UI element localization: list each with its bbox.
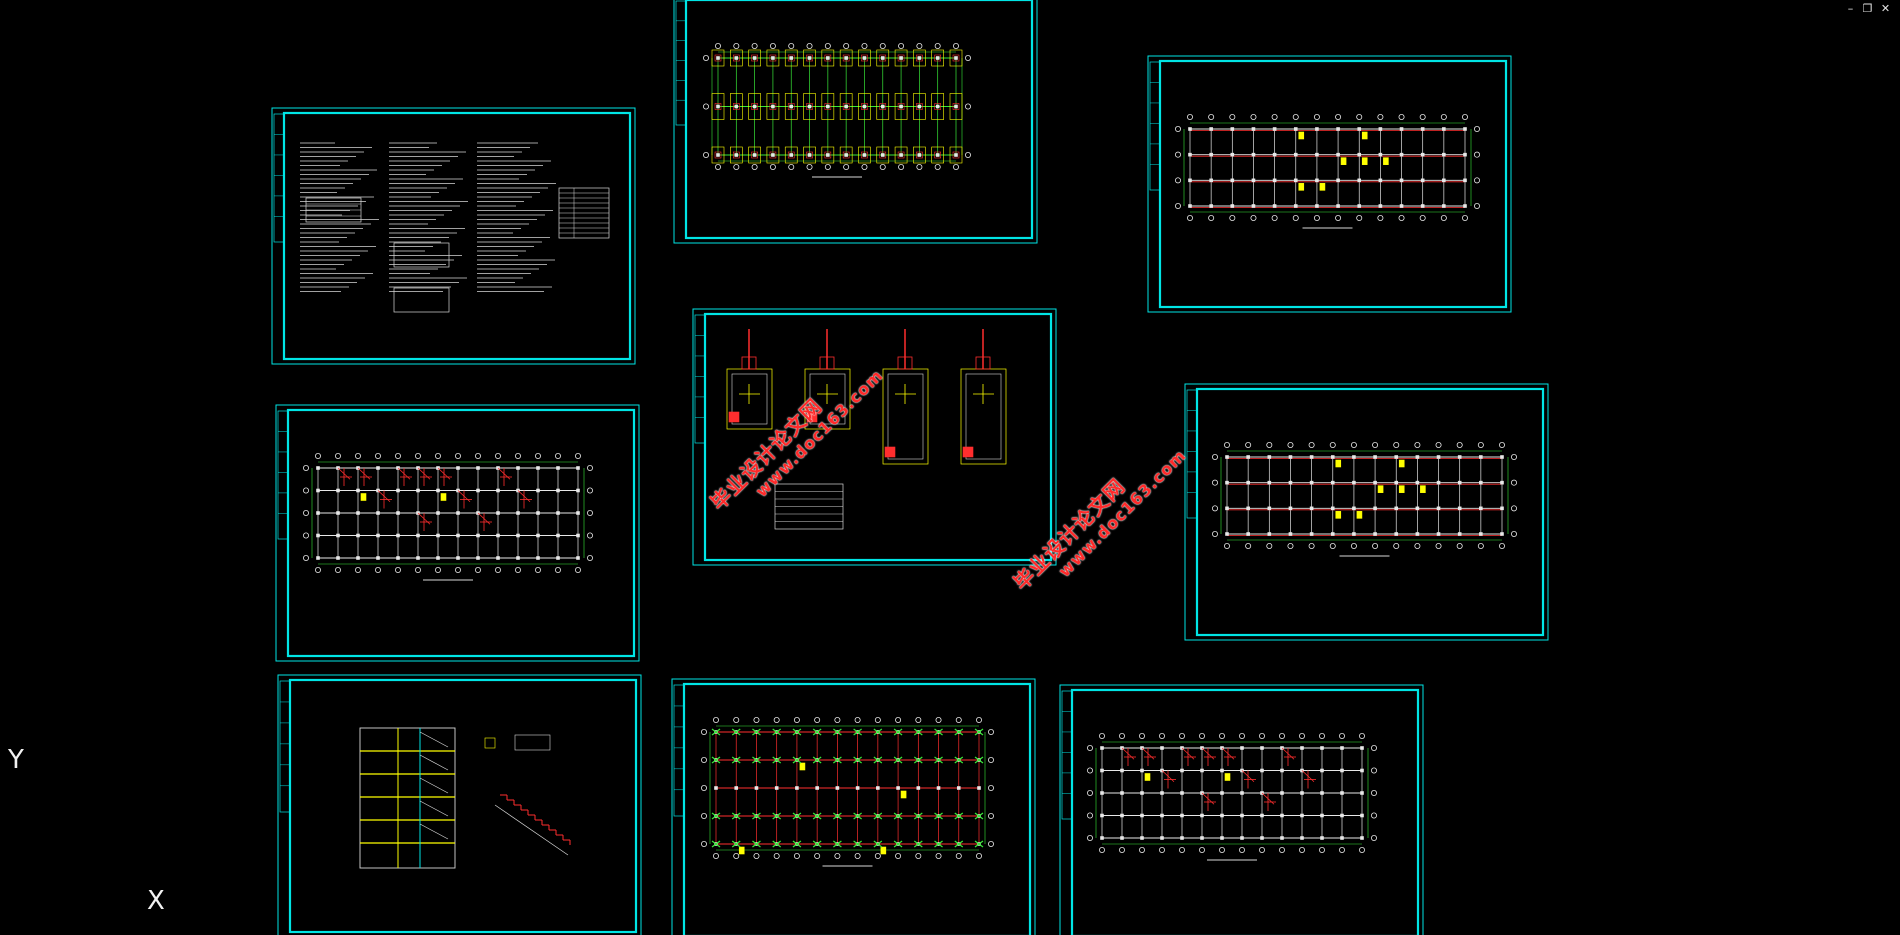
stair-section-sheet [277, 674, 642, 935]
floor-plan-sheet-mid-right [1184, 383, 1549, 641]
restore-window-button[interactable]: ❐ [1862, 2, 1873, 15]
column-plan-sheet [671, 678, 1036, 935]
floor-plan-sheet-mid-left [275, 404, 640, 662]
foundation-plan-sheet [673, 0, 1038, 244]
floor-plan-sheet-top-right [1147, 55, 1512, 313]
ucs-y-label: Y [8, 745, 24, 775]
roof-plan-sheet [1059, 684, 1424, 935]
design-notes-sheet [271, 107, 636, 365]
close-window-button[interactable]: ✕ [1880, 2, 1891, 15]
foundation-detail-sheet [692, 308, 1057, 566]
minimize-window-button[interactable]: – [1847, 2, 1854, 15]
ucs-x-label: X [147, 886, 165, 916]
